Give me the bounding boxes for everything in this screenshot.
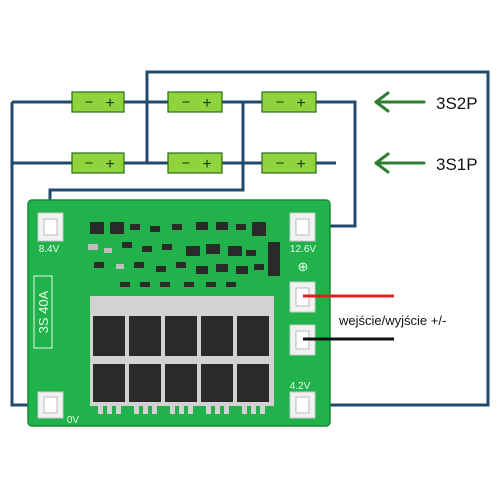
pad-label-0v: 0V [67, 415, 80, 426]
model-label-frame [33, 275, 53, 349]
model-label: 3S 40A [36, 290, 51, 333]
smd-components [88, 222, 280, 287]
cell-pos-sign: + [202, 95, 211, 112]
bms-board: 8.4V 12.6V ⊕ 0V 4.2V 3S 40A [27, 199, 331, 427]
label-io: wejście/wyjście +/- [338, 313, 446, 328]
label-3s1p: 3S1P [436, 155, 478, 174]
cell-pos-sign: + [105, 156, 114, 173]
cell-neg-sign: − [276, 94, 285, 111]
arrow-left-icon [374, 152, 426, 174]
cell-pos-sign: + [202, 156, 211, 173]
mosfet-row-bottom [93, 364, 269, 402]
mosfet-chip [237, 316, 269, 356]
cell-neg-sign: − [182, 155, 191, 172]
mosfet-chip [165, 364, 197, 402]
cell-bottom-3: − + [261, 152, 317, 174]
mosfet-chip [93, 316, 125, 356]
battery-cells: − + − + − + − + − + − + [71, 91, 317, 174]
wire-outer-loop [145, 70, 490, 407]
cell-pos-sign: + [296, 95, 305, 112]
cell-top-1: − + [71, 91, 125, 113]
pad-label-4v2: 4.2V [290, 381, 311, 392]
mosfet-row-top [93, 316, 269, 356]
cell-neg-sign: − [85, 155, 94, 172]
cell-top-2: − + [167, 91, 223, 113]
row-annotations: 3S2P 3S1P [374, 91, 478, 174]
mosfet-chip [201, 364, 233, 402]
label-3s2p: 3S2P [436, 94, 478, 113]
cell-neg-sign: − [182, 94, 191, 111]
cell-pos-sign: + [105, 95, 114, 112]
plus-symbol-icon: ⊕ [298, 259, 309, 274]
mosfet-chip [129, 364, 161, 402]
io-leads: wejście/wyjście +/- [303, 294, 446, 341]
cell-bottom-1: − + [71, 152, 125, 174]
mosfet-chip [201, 316, 233, 356]
arrow-left-icon [374, 91, 426, 113]
cell-neg-sign: − [276, 155, 285, 172]
pad-label-8v4: 8.4V [39, 244, 60, 255]
mosfet-chip [129, 316, 161, 356]
mosfet-chip [237, 364, 269, 402]
cell-bottom-2: − + [167, 152, 223, 174]
cell-top-3: − + [261, 91, 317, 113]
cell-pos-sign: + [296, 156, 305, 173]
mosfet-chip [93, 364, 125, 402]
mosfet-legs [98, 404, 265, 414]
pad-label-12v6: 12.6V [290, 244, 316, 255]
cell-neg-sign: − [85, 94, 94, 111]
mosfet-chip [165, 316, 197, 356]
